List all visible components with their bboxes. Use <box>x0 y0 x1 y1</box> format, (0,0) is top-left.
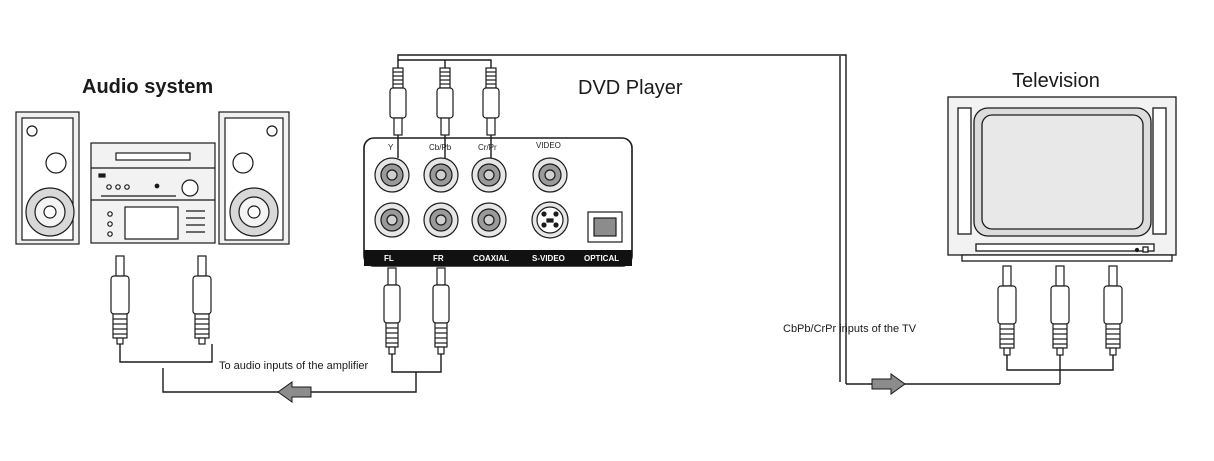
jack-cr-pr <box>471 157 507 193</box>
port-label-cr-pr: Cr/Pr <box>478 143 497 152</box>
cable-audio-amp <box>119 344 213 363</box>
panel-label-coaxial: COAXIAL <box>473 254 509 263</box>
audio-system <box>15 111 290 245</box>
plugs-dvd-audio <box>383 267 450 355</box>
port-label-video: VIDEO <box>536 141 561 150</box>
cable-audio-dvd <box>391 354 442 373</box>
television-title: Television <box>1012 70 1100 92</box>
arrow-to-tv <box>871 373 906 395</box>
amplifier <box>90 142 216 244</box>
dvd-rear-panel <box>363 137 633 267</box>
jack-fr <box>423 202 459 238</box>
plug-fl <box>383 267 401 355</box>
plugs-dvd-top <box>389 67 500 136</box>
jack-s-video <box>531 201 569 239</box>
left-speaker <box>15 111 80 245</box>
panel-label-s-video: S-VIDEO <box>532 254 565 263</box>
right-speaker <box>218 111 290 245</box>
tv-inputs-caption: CbPb/CrPr inputs of the TV <box>783 323 917 335</box>
plug-y <box>389 67 407 136</box>
television <box>947 96 1177 262</box>
arrow-to-amplifier <box>277 381 312 403</box>
jack-fl <box>374 202 410 238</box>
port-label-y: Y <box>388 143 394 152</box>
cable-y-top <box>397 59 445 70</box>
jack-cb-pb <box>423 157 459 193</box>
plug-tv-2 <box>1050 265 1070 356</box>
panel-label-fl: FL <box>384 254 394 263</box>
plug-amp-right <box>192 255 212 345</box>
jack-optical <box>587 211 623 243</box>
jack-coaxial <box>471 202 507 238</box>
plug-tv-1 <box>997 265 1017 356</box>
dvd-player-title: DVD Player <box>578 77 683 99</box>
panel-label-fr: FR <box>433 254 444 263</box>
audio-system-title: Audio system <box>82 76 214 98</box>
panel-label-optical: OPTICAL <box>584 254 620 263</box>
plug-amp-left <box>110 255 130 345</box>
plug-cb-pb <box>436 67 454 136</box>
jack-video <box>532 157 568 193</box>
plugs-amplifier <box>110 255 212 345</box>
plug-cr-pr <box>482 67 500 136</box>
port-label-cb-pb: Cb/Pb <box>429 143 452 152</box>
plugs-tv <box>997 265 1123 356</box>
plug-fr <box>432 267 450 355</box>
cable-component-run <box>397 54 847 384</box>
panel-label-bar <box>364 250 632 266</box>
audio-inputs-caption: To audio inputs of the amplifier <box>219 360 369 372</box>
plug-tv-3 <box>1103 265 1123 356</box>
dvd-jacks <box>374 157 623 243</box>
jack-y <box>374 157 410 193</box>
